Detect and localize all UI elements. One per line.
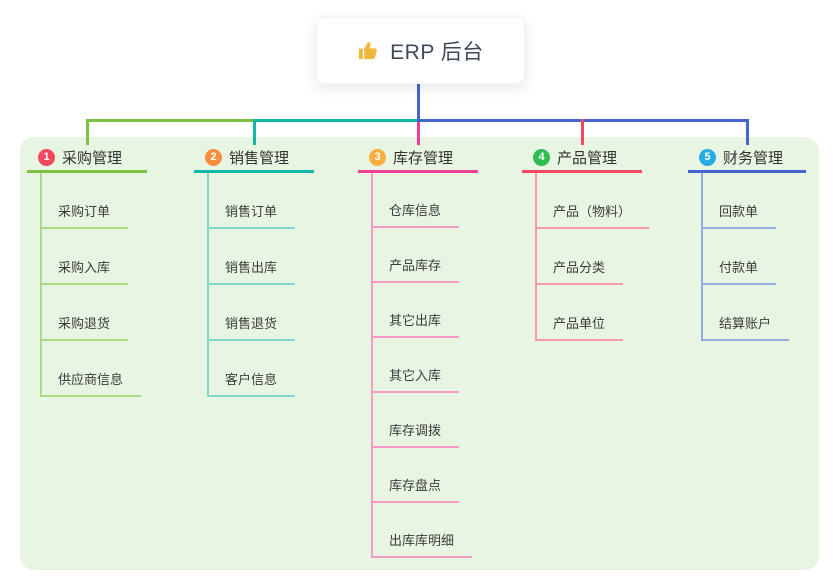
branch-5-child[interactable]: 回款单 — [703, 173, 777, 229]
branch-4-number-badge: 4 — [533, 149, 550, 166]
branch-4-child[interactable]: 产品单位 — [537, 285, 624, 341]
root-label: ERP 后台 — [390, 40, 484, 64]
branch-5-child[interactable]: 付款单 — [703, 229, 777, 285]
branch-finance: 5 财务管理 回款单 付款单 结算账户 — [688, 145, 806, 341]
branches-panel — [20, 137, 819, 570]
branch-4-child[interactable]: 产品（物料） — [537, 173, 650, 229]
branch-2-number-badge: 2 — [205, 149, 222, 166]
branch-3-child[interactable]: 仓库信息 — [373, 173, 460, 228]
branch-2-child[interactable]: 销售退货 — [209, 285, 296, 341]
branch-5-label: 财务管理 — [723, 150, 784, 167]
branch-3-child[interactable]: 库存调拨 — [373, 393, 460, 448]
branch-4-children: 产品（物料） 产品分类 产品单位 — [535, 173, 650, 341]
branch-2-child[interactable]: 销售订单 — [209, 173, 296, 229]
branch-5-children: 回款单 付款单 结算账户 — [701, 173, 790, 341]
connector-bus-green — [86, 119, 253, 122]
branch-sales: 2 销售管理 销售订单 销售出库 销售退货 客户信息 — [194, 145, 314, 397]
branch-2-label: 销售管理 — [229, 150, 290, 167]
connector-drop-branch-3 — [417, 122, 420, 145]
connector-drop-branch-1 — [86, 119, 89, 145]
branch-1-children: 采购订单 采购入库 采购退货 供应商信息 — [40, 173, 142, 397]
branch-1-number-badge: 1 — [38, 149, 55, 166]
branch-3-number-badge: 3 — [369, 149, 386, 166]
branch-2-child[interactable]: 销售出库 — [209, 229, 296, 285]
branch-3-child[interactable]: 其它入库 — [373, 338, 460, 393]
branch-inventory: 3 库存管理 仓库信息 产品库存 其它出库 其它入库 库存调拨 库存盘点 出库库… — [358, 145, 478, 558]
branch-purchase: 1 采购管理 采购订单 采购入库 采购退货 供应商信息 — [27, 145, 147, 397]
branch-product: 4 产品管理 产品（物料） 产品分类 产品单位 — [522, 145, 650, 341]
branch-3-child[interactable]: 库存盘点 — [373, 448, 460, 503]
branch-5-number-badge: 5 — [699, 149, 716, 166]
branch-3-title[interactable]: 3 库存管理 — [358, 145, 478, 173]
branch-1-child[interactable]: 采购订单 — [42, 173, 129, 229]
connector-bus-teal — [253, 119, 420, 122]
branch-4-child[interactable]: 产品分类 — [537, 229, 624, 285]
connector-drop-branch-2 — [253, 119, 256, 145]
branch-4-title[interactable]: 4 产品管理 — [522, 145, 642, 173]
branch-5-child[interactable]: 结算账户 — [703, 285, 790, 341]
branch-3-child[interactable]: 出库库明细 — [373, 503, 473, 558]
thumbs-up-icon — [357, 39, 380, 62]
connector-root-drop — [417, 82, 420, 122]
branch-2-child[interactable]: 客户信息 — [209, 341, 296, 397]
branch-2-title[interactable]: 2 销售管理 — [194, 145, 314, 173]
branch-3-children: 仓库信息 产品库存 其它出库 其它入库 库存调拨 库存盘点 出库库明细 — [371, 173, 473, 558]
connector-drop-branch-5 — [746, 119, 749, 145]
branch-1-child[interactable]: 供应商信息 — [42, 341, 142, 397]
branch-1-child[interactable]: 采购退货 — [42, 285, 129, 341]
branch-3-child[interactable]: 其它出库 — [373, 283, 460, 338]
branch-3-child[interactable]: 产品库存 — [373, 228, 460, 283]
branch-1-title[interactable]: 1 采购管理 — [27, 145, 147, 173]
root-node[interactable]: ERP 后台 — [316, 17, 525, 84]
connector-drop-branch-4 — [581, 119, 584, 145]
branch-1-label: 采购管理 — [62, 150, 123, 167]
branch-2-children: 销售订单 销售出库 销售退货 客户信息 — [207, 173, 296, 397]
branch-1-child[interactable]: 采购入库 — [42, 229, 129, 285]
branch-4-label: 产品管理 — [557, 150, 618, 167]
branch-3-label: 库存管理 — [393, 150, 454, 167]
branch-5-title[interactable]: 5 财务管理 — [688, 145, 806, 173]
